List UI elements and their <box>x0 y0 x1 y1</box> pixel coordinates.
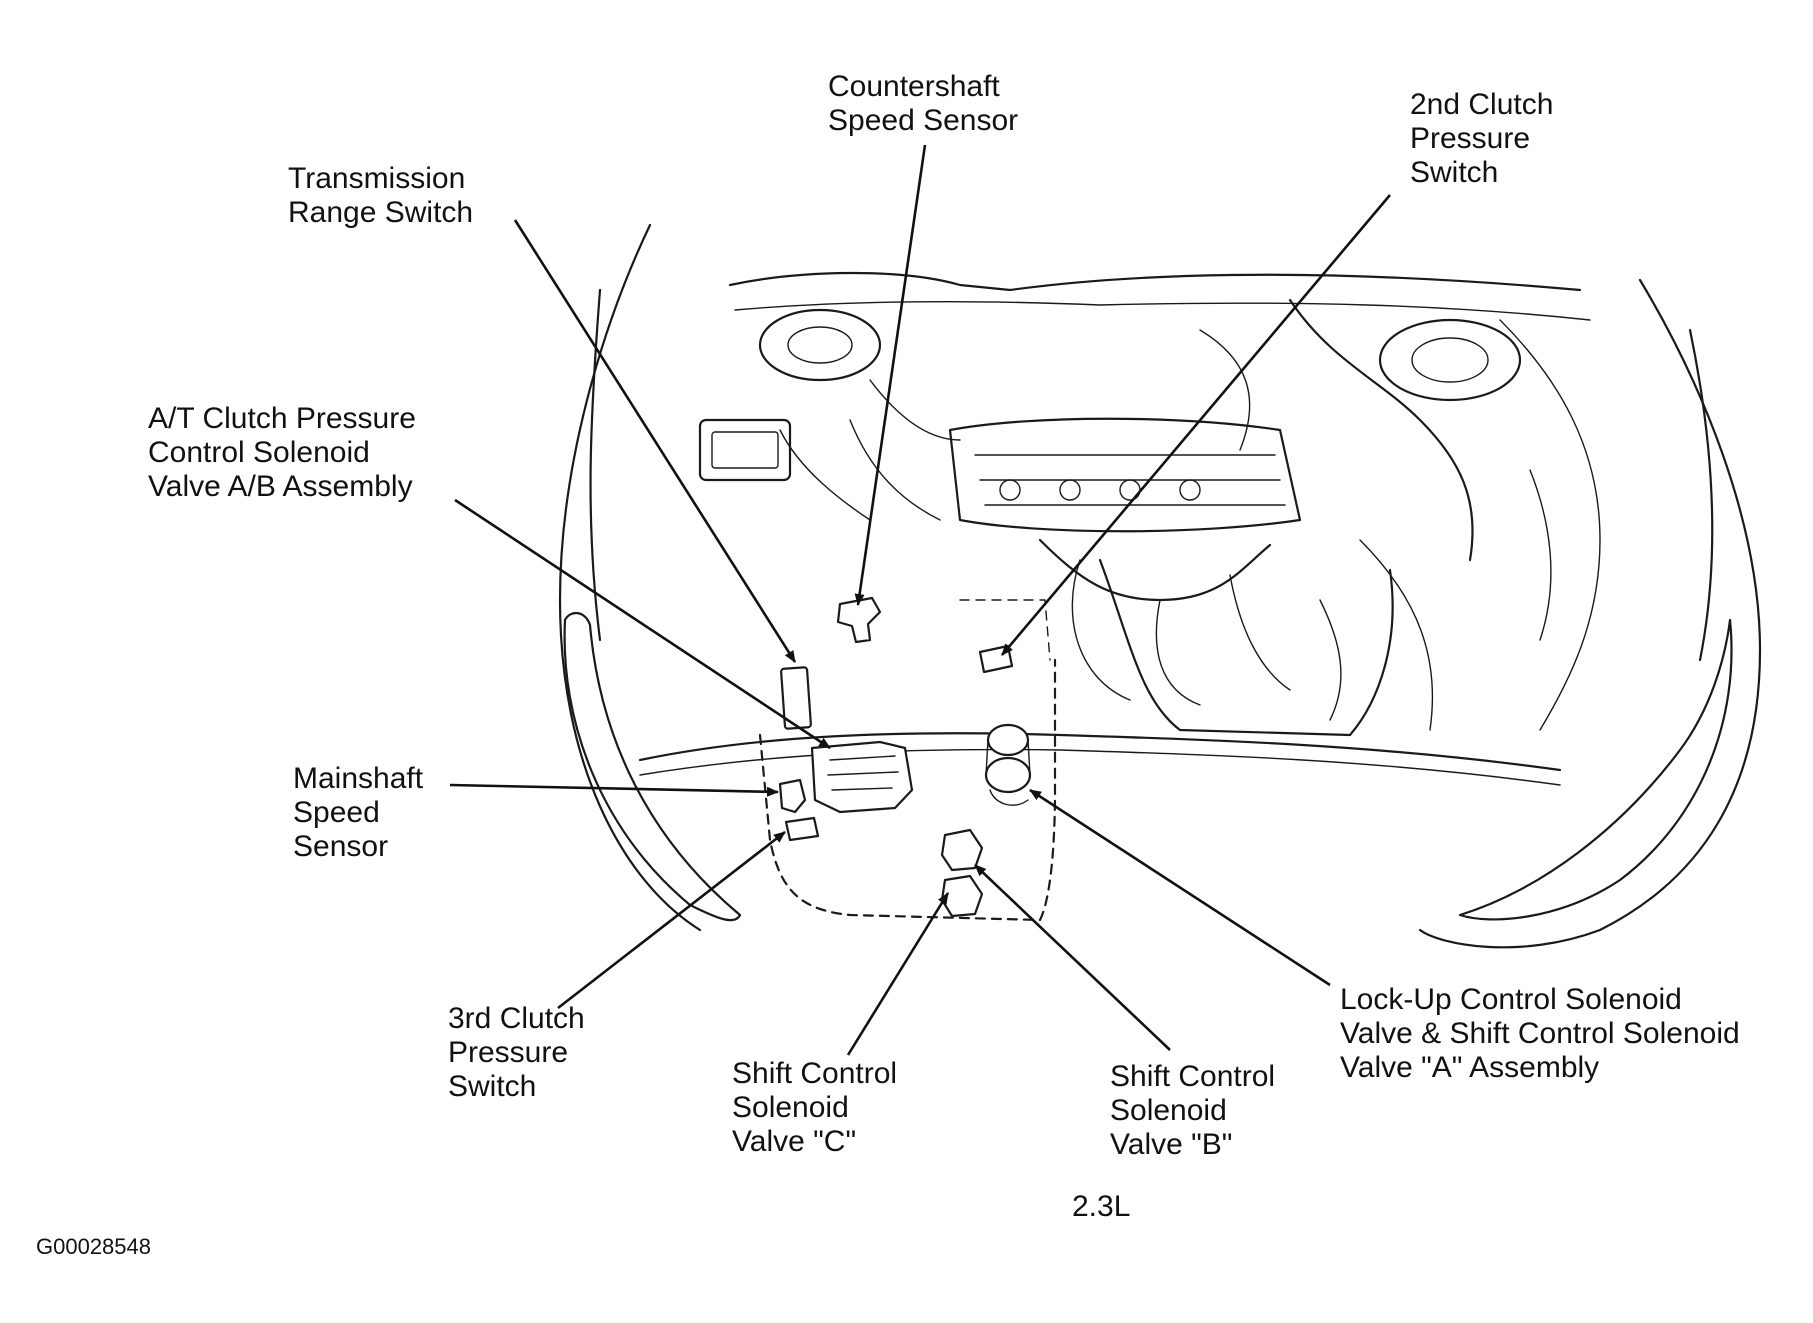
upper-hose <box>1288 298 1474 562</box>
label-line: Shift Control <box>732 1057 898 1090</box>
label-line: Valve A/B Assembly <box>148 470 413 503</box>
label-line: Valve & Shift Control Solenoid <box>1340 1017 1740 1050</box>
at-clutch-solenoid-body <box>810 740 914 814</box>
label-line: Sensor <box>293 830 389 863</box>
left-headlight <box>563 612 742 922</box>
label-line: Speed Sensor <box>828 104 1019 137</box>
label-line: 3rd Clutch <box>448 1002 585 1035</box>
label-at-clutch-pressure-control-solenoid: A/T Clutch Pressure Control Solenoid Val… <box>148 402 416 504</box>
lockup-solenoid-upper <box>986 723 1030 757</box>
leader-third-clutch-pressure-switch <box>557 830 786 1010</box>
label-line: Range Switch <box>288 196 474 229</box>
valve-cover <box>948 417 1302 533</box>
radiator-support-lower <box>639 748 1561 786</box>
leader-at-clutch-pressure-control-solenoid <box>454 498 831 750</box>
label-line: Switch <box>448 1070 537 1103</box>
shift-solenoid-b-body <box>940 828 984 872</box>
label-shift-control-solenoid-c: Shift Control Solenoid Valve "C" <box>732 1057 897 1159</box>
cowl <box>728 271 1582 292</box>
lockup-solenoid-lower <box>984 756 1032 794</box>
label-line: Pressure <box>448 1036 569 1069</box>
label-line: Switch <box>1410 156 1499 189</box>
label-line: Pressure <box>1410 122 1531 155</box>
leader-second-clutch-pressure-switch <box>1001 194 1391 656</box>
label-transmission-range-switch: Transmission Range Switch <box>288 162 473 230</box>
label-countershaft-speed-sensor: Countershaft Speed Sensor <box>828 70 1018 138</box>
engine-block <box>1098 558 1394 737</box>
label-line: Solenoid <box>732 1091 849 1124</box>
label-line: Countershaft <box>828 70 1000 103</box>
leader-transmission-range-switch <box>513 219 797 663</box>
right-fender-inner <box>1688 328 1714 662</box>
right-headlight <box>1458 618 1733 921</box>
third-clutch-switch-body <box>784 816 820 842</box>
label-line: 2nd Clutch <box>1410 88 1554 121</box>
right-fender-outline <box>1418 278 1762 949</box>
label-line: Speed <box>293 796 380 829</box>
label-third-clutch-pressure-switch: 3rd Clutch Pressure Switch <box>448 1002 585 1104</box>
label-line: Lock-Up Control Solenoid <box>1340 983 1682 1016</box>
label-shift-control-solenoid-b: Shift Control Solenoid Valve "B" <box>1110 1060 1275 1162</box>
transmission-housing <box>758 658 1057 922</box>
leader-lines <box>449 144 1391 1056</box>
cowl-lower <box>734 301 1591 321</box>
leader-shift-control-solenoid-c <box>846 892 950 1056</box>
leader-shift-control-solenoid-b <box>974 864 1171 1051</box>
engine-bay-illustration <box>558 223 1762 949</box>
mainshaft-sensor-body <box>778 778 807 814</box>
label-line: A/T Clutch Pressure <box>148 402 416 435</box>
label-lockup-control-solenoid: Lock-Up Control Solenoid Valve & Shift C… <box>1340 983 1740 1085</box>
engine-caption: 2.3L <box>1072 1190 1131 1223</box>
radiator-support <box>638 732 1562 772</box>
label-line: Valve "C" <box>732 1125 857 1158</box>
label-line: Shift Control <box>1110 1060 1276 1093</box>
countershaft-speed-sensor-body <box>836 596 882 644</box>
label-line: Solenoid <box>1110 1094 1227 1127</box>
label-second-clutch-pressure-switch: 2nd Clutch Pressure Switch <box>1410 88 1553 190</box>
label-line: Transmission <box>288 162 466 195</box>
left-strut-tower <box>758 308 882 382</box>
right-strut-tower <box>1378 318 1522 402</box>
left-fender-outline <box>558 223 702 932</box>
label-line: Mainshaft <box>293 762 424 795</box>
label-line: Control Solenoid <box>148 436 370 469</box>
leader-lockup-control-solenoid <box>1029 788 1331 987</box>
label-line: Valve "A" Assembly <box>1340 1051 1600 1084</box>
fuse-box <box>698 418 792 482</box>
shift-solenoid-c-body <box>940 874 984 918</box>
figure-id: G00028548 <box>36 1234 151 1259</box>
leader-countershaft-speed-sensor <box>854 144 927 606</box>
leader-mainshaft-speed-sensor <box>449 783 779 797</box>
label-mainshaft-speed-sensor: Mainshaft Speed Sensor <box>293 762 423 864</box>
label-line: Valve "B" <box>1110 1128 1233 1161</box>
